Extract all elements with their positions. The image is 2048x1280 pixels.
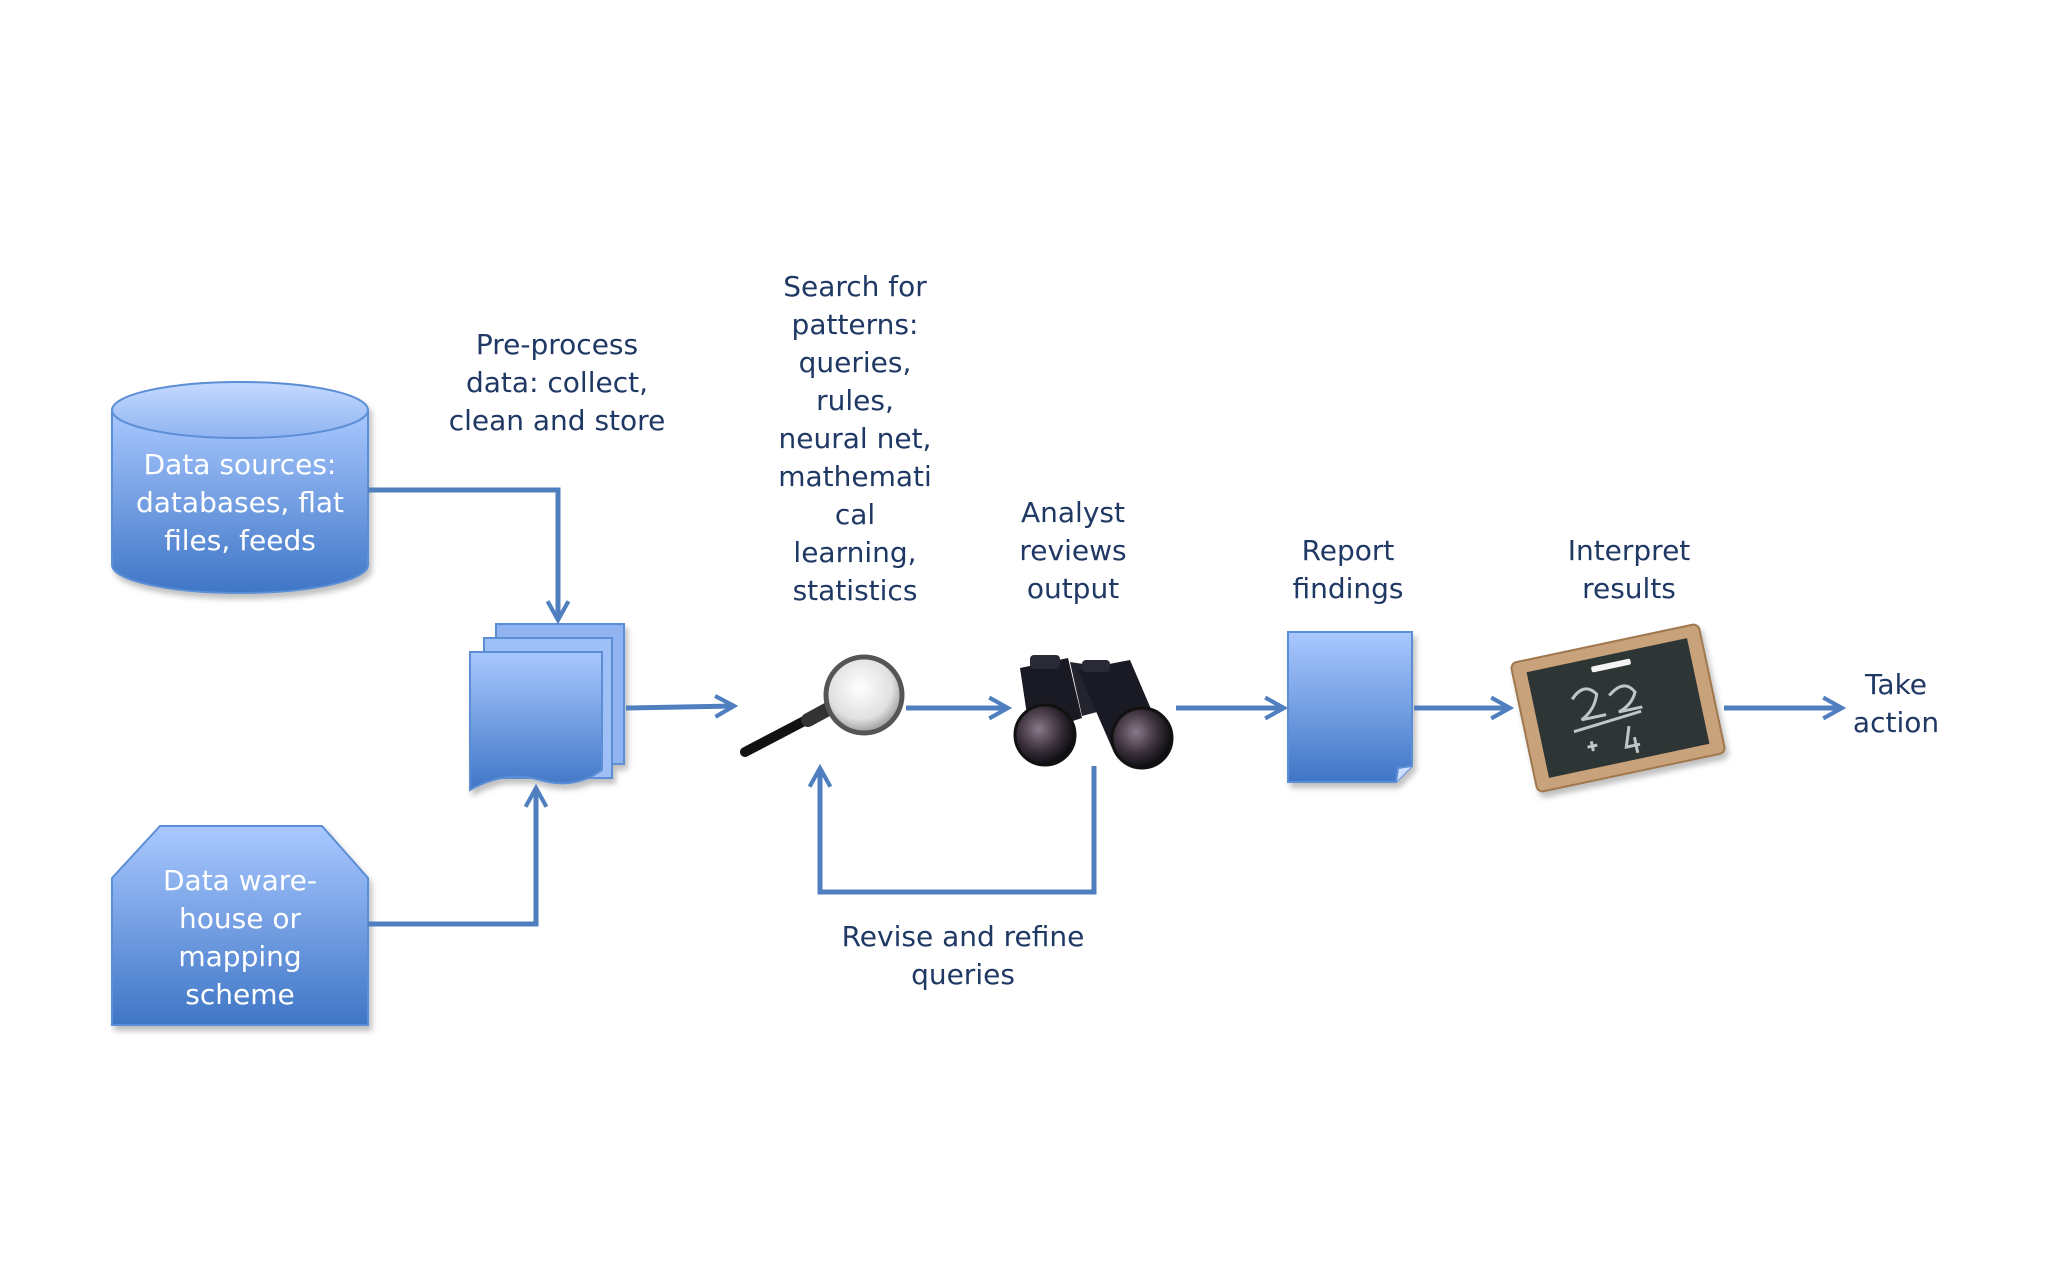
chalkboard-slate-icon (1510, 623, 1726, 793)
database-cylinder-icon (111, 381, 369, 594)
data-sources-label: Data sources: databases, flat files, fee… (136, 448, 344, 557)
analyst-label: Analyst reviews output (1019, 496, 1127, 605)
binoculars-icon (1013, 655, 1174, 770)
take-action-label: Take action (1852, 668, 1940, 739)
document-stack-icon (469, 623, 625, 792)
arrow-preprocess-to-search (625, 706, 734, 708)
warehouse-pentagon-icon (111, 825, 369, 1026)
arrow-warehouse-to-preprocess (368, 788, 536, 927)
preprocess-label: Pre-process data: collect, clean and sto… (448, 328, 666, 437)
arrow-sources-to-preprocess (368, 487, 558, 620)
interpret-label: Interpret results (1567, 534, 1691, 605)
magnifying-glass-icon (740, 654, 905, 757)
report-document-icon (1287, 631, 1413, 783)
flow-arrows (368, 487, 1842, 927)
arrow-revise-loop (820, 766, 1097, 895)
revise-label: Revise and refine queries (841, 920, 1085, 991)
report-label: Report findings (1292, 534, 1404, 605)
data-warehouse-label: Data ware- house or mapping scheme (162, 864, 318, 1011)
search-label: Search for patterns: queries, rules, neu… (778, 270, 932, 607)
